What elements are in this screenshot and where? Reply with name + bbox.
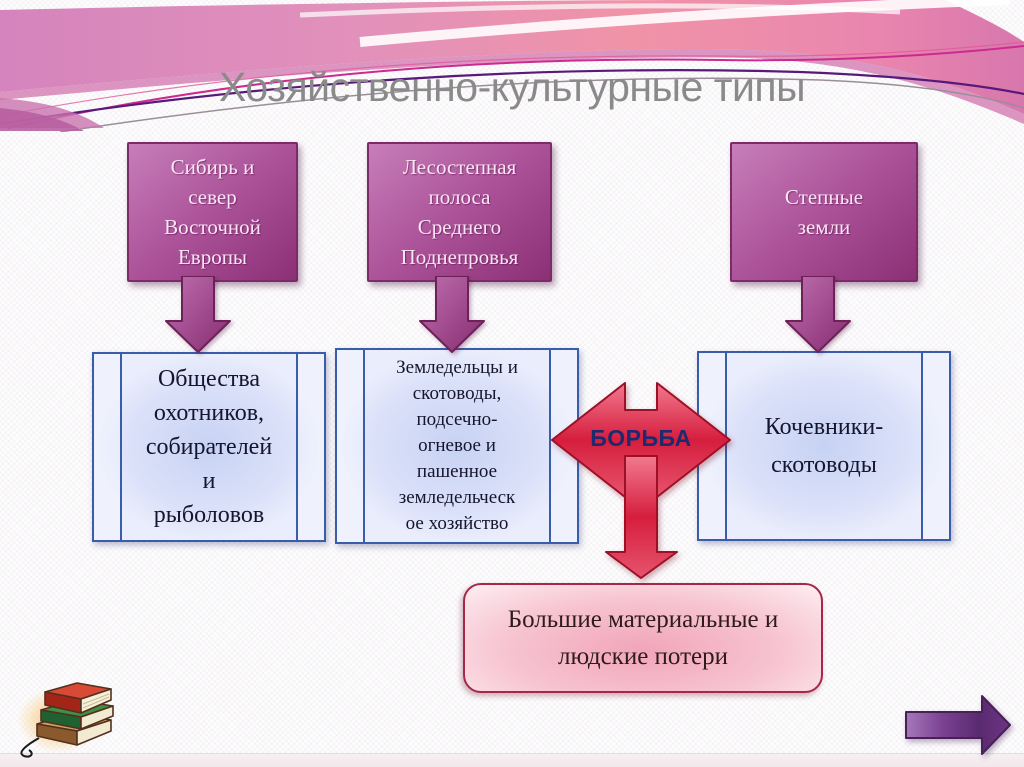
type-box-nomads: Кочевники- скотоводы	[697, 351, 951, 541]
region-box-label: Степные земли	[784, 185, 864, 239]
type-box-side-bar	[296, 354, 324, 540]
down-arrow-icon	[165, 276, 231, 353]
footer-band	[0, 753, 1024, 767]
region-box-forest-steppe: Лесостепная полоса Среднего Поднепровья	[367, 142, 552, 282]
books-icon	[17, 682, 114, 758]
next-arrow-icon[interactable]	[898, 692, 1016, 760]
region-box-label: Лесостепная полоса Среднего Поднепровья	[400, 155, 519, 269]
type-box-label: Земледельцы и скотоводы, подсечно- огнев…	[396, 357, 518, 534]
type-box-side-bar	[94, 354, 122, 540]
battle-label: БОРЬБА	[590, 425, 692, 451]
down-arrow-icon	[419, 276, 485, 353]
type-box-label: Кочевники- скотоводы	[764, 414, 884, 478]
slide-title: Хозяйственно-культурные типы	[218, 64, 806, 110]
type-box-farmers: Земледельцы и скотоводы, подсечно- огнев…	[335, 348, 579, 544]
type-box-side-bar	[337, 350, 365, 542]
region-box-steppe: Степные земли	[730, 142, 918, 282]
result-box-label: Большие материальные и людские потери	[507, 606, 779, 670]
region-box-siberia: Сибирь и север Восточной Европы	[127, 142, 298, 282]
down-arrow-icon	[785, 276, 851, 353]
header-wave-decoration	[0, 0, 1024, 132]
result-box: Большие материальные и людские потери	[463, 583, 823, 693]
battle-arrows-icon	[551, 382, 731, 579]
type-box-hunters: Общества охотников, собирателей и рыболо…	[92, 352, 326, 542]
type-box-side-bar	[921, 353, 949, 539]
region-box-label: Сибирь и север Восточной Европы	[164, 155, 261, 269]
type-box-label: Общества охотников, собирателей и рыболо…	[145, 366, 273, 528]
